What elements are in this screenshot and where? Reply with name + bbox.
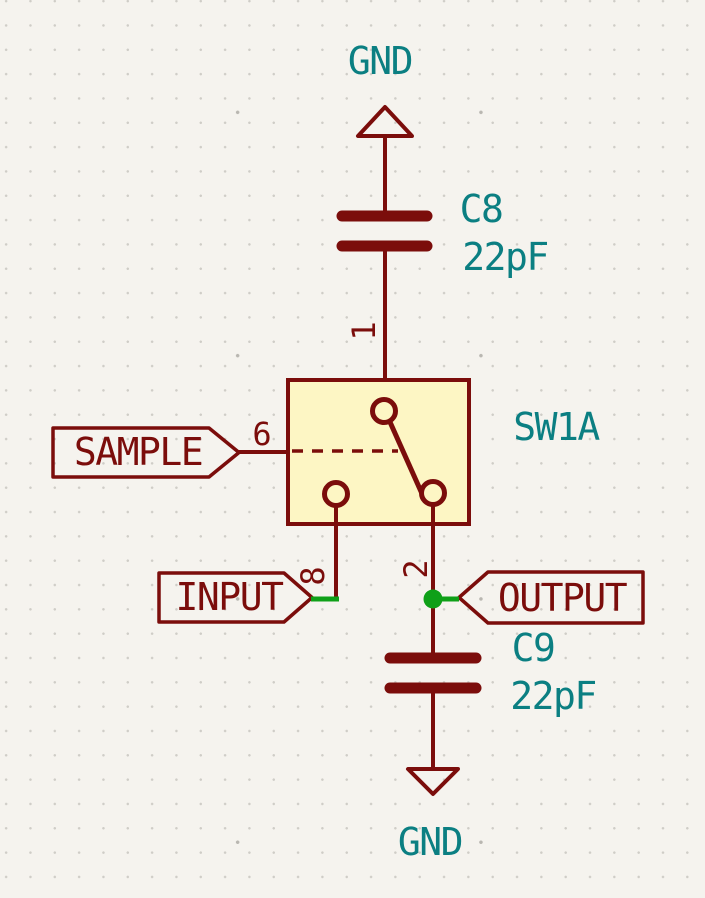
global-label-sample-outline[interactable] — [51, 426, 241, 479]
global-label-input-outline[interactable] — [157, 571, 314, 624]
switch-arm[interactable] — [387, 420, 426, 498]
pin-2-number: 2 — [397, 559, 435, 579]
c8-value[interactable]: 22pF — [462, 235, 549, 279]
gnd-top-label[interactable]: GND — [347, 39, 414, 83]
global-label-output-text[interactable]: OUTPUT — [497, 576, 628, 620]
switch-contact-bottom-left[interactable] — [322, 480, 350, 508]
global-label-input-text[interactable]: INPUT — [175, 575, 284, 619]
gnd-symbol-top-triangle[interactable] — [356, 105, 414, 138]
switch-contact-top[interactable] — [370, 397, 398, 425]
c8-reference[interactable]: C8 — [459, 187, 504, 231]
pin-6-number: 6 — [252, 415, 272, 453]
switch-contact-bottom-right[interactable] — [419, 479, 447, 507]
pin-1-number: 1 — [345, 321, 383, 341]
global-label-output-outline[interactable] — [457, 570, 645, 625]
gnd-bottom-label[interactable]: GND — [397, 820, 464, 864]
junction-dot[interactable] — [423, 589, 443, 609]
c9-reference[interactable]: C9 — [511, 626, 556, 670]
c9-value[interactable]: 22pF — [510, 674, 597, 718]
pin-8-number: 8 — [294, 566, 332, 586]
switch-reference[interactable]: SW1A — [513, 405, 600, 449]
global-label-sample-text[interactable]: SAMPLE — [73, 430, 204, 474]
gnd-symbol-bottom-triangle[interactable] — [406, 767, 460, 796]
